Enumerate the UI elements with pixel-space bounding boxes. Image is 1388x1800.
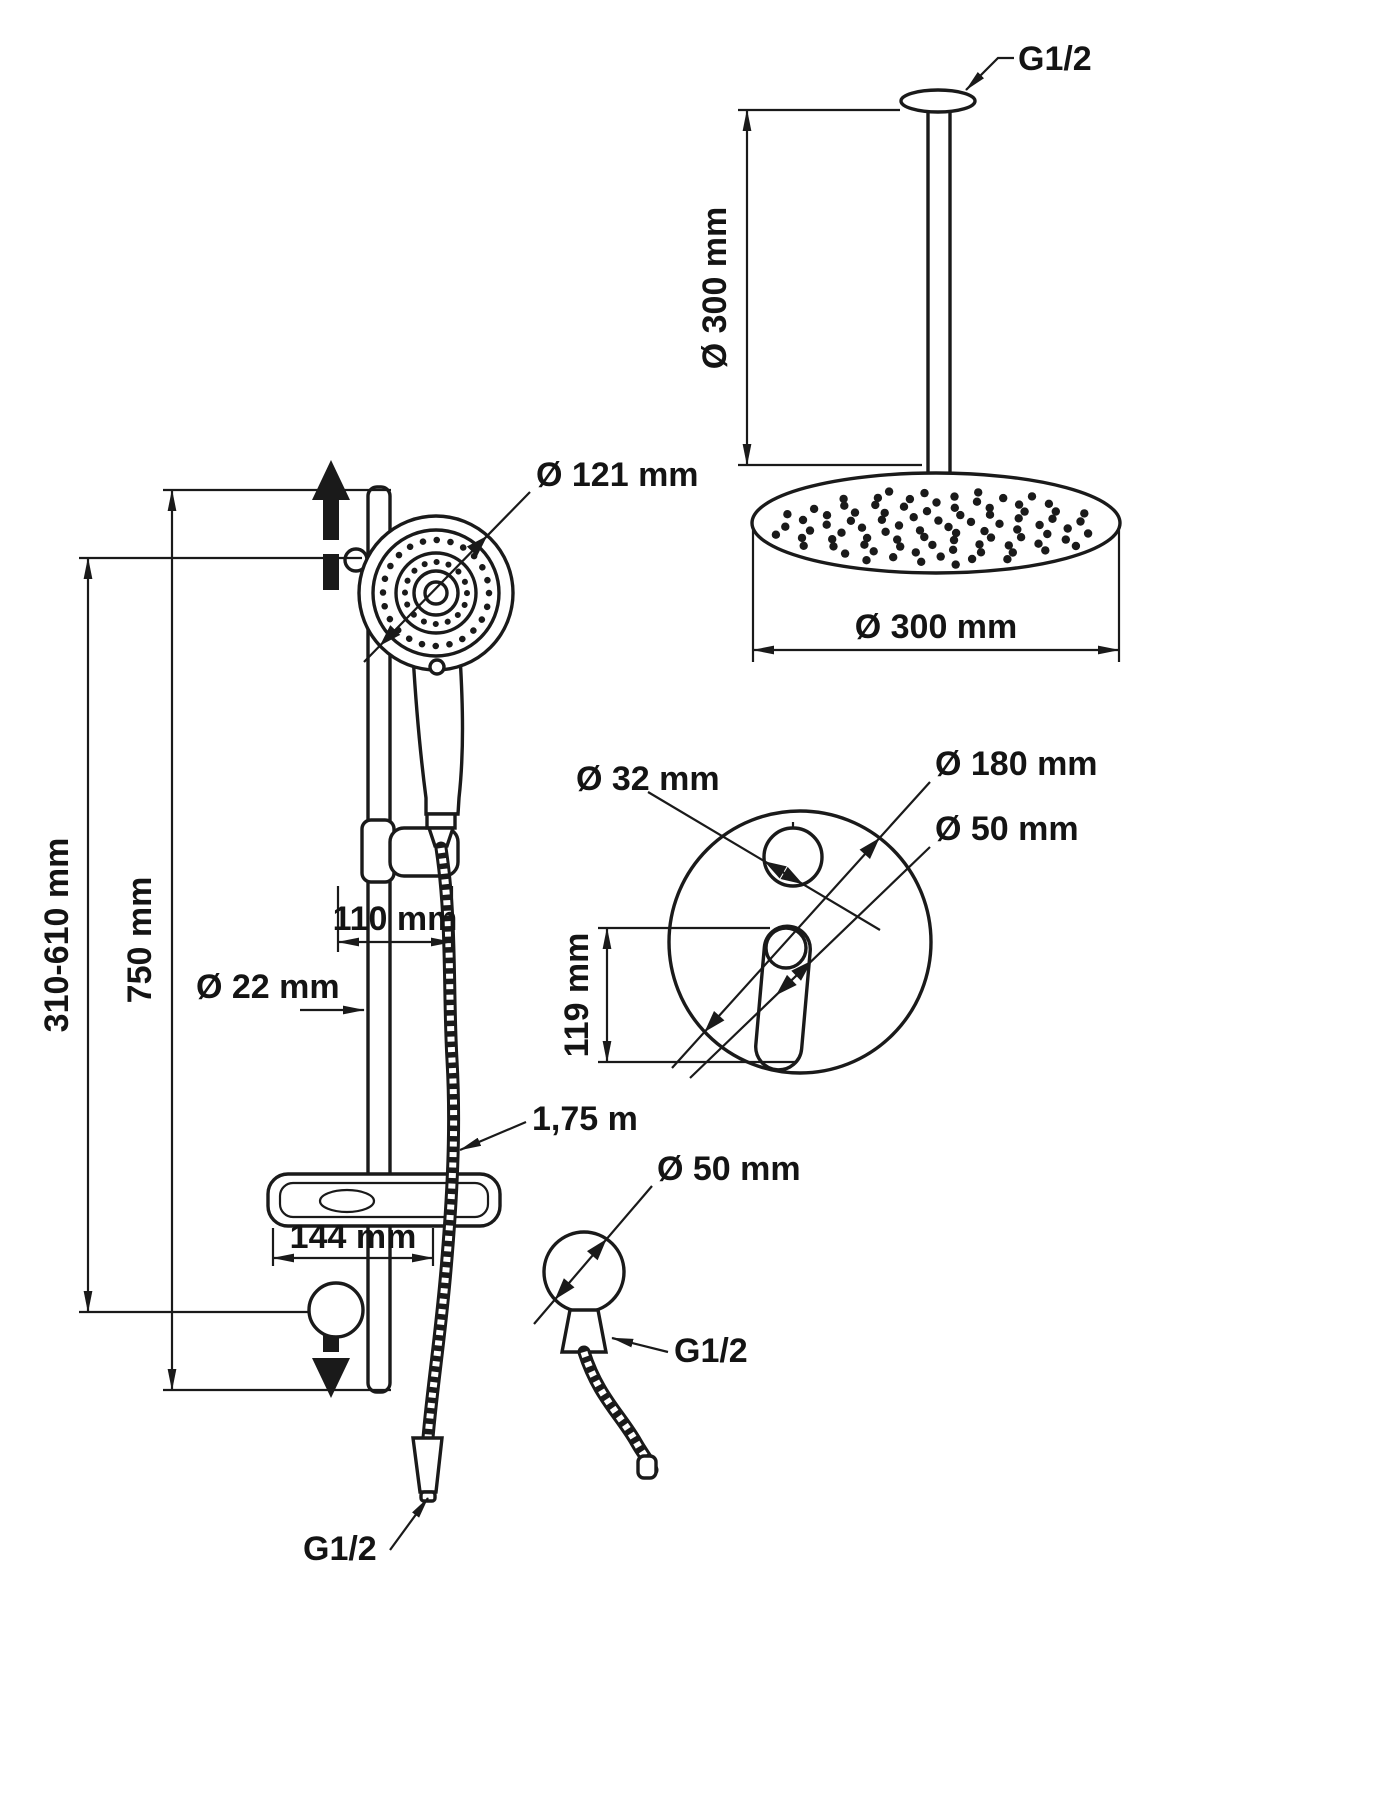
hand-shower-head [357, 514, 515, 676]
spray-nozzle-ring-outer [379, 536, 493, 650]
wall-outlet-assembly [542, 1230, 659, 1480]
spray-nozzle-ring-inner [402, 559, 470, 627]
callout-plate-diameter: Ø 180 mm [671, 745, 1098, 1069]
plate-diameter-label: Ø 180 mm [935, 745, 1098, 783]
shelf-width-label: 144 mm [290, 1218, 417, 1256]
outlet-escutcheon [542, 1230, 626, 1314]
callout-handshower-diameter: Ø 121 mm [363, 456, 699, 663]
lever-pivot [764, 926, 808, 970]
slide-bar-assembly [266, 460, 515, 1503]
callout-bar-diameter: Ø 22 mm [196, 968, 365, 1015]
dimension-holder-width: 110 mm [333, 886, 458, 952]
bar-diameter-label: Ø 22 mm [196, 968, 340, 1006]
dimension-shelf-width: 144 mm [271, 1218, 435, 1266]
mixer-height-label: 119 mm [558, 933, 596, 1058]
lower-end-knob [307, 1281, 365, 1339]
overhead-thread-label: G1/2 [1018, 40, 1092, 78]
bar-length-label: 750 mm [121, 877, 159, 1004]
hose-thread-label: G1/2 [303, 1530, 377, 1568]
callout-lever-diameter: Ø 50 mm [689, 810, 1079, 1079]
rain-head-spray-dots [771, 487, 1093, 569]
outlet-diameter-label: Ø 50 mm [657, 1150, 801, 1188]
hand-shower-handle [411, 653, 465, 816]
holder-width-label: 110 mm [333, 900, 458, 938]
handshower-diameter-label: Ø 121 mm [536, 456, 699, 494]
callout-hose-length: 1,75 m [459, 1100, 638, 1152]
dimension-arm-length: Ø 300 mm [696, 108, 922, 467]
callout-overhead-thread: G1/2 [965, 40, 1092, 91]
dimension-rain-head-diameter: Ø 300 mm [751, 530, 1121, 662]
overhead-shower-assembly [750, 88, 1122, 575]
dimension-adjust-range: 310-610 mm [38, 556, 362, 1314]
callout-outlet-thread: G1/2 [611, 1332, 748, 1370]
arm-length-label: Ø 300 mm [696, 207, 734, 370]
outlet-connector [559, 1308, 609, 1354]
hose-end-cone [411, 1436, 444, 1494]
shower-hose [411, 841, 461, 1503]
adjust-arrow-up-icon [312, 460, 350, 590]
callout-hose-thread: G1/2 [303, 1497, 429, 1568]
hose-length-label: 1,75 m [532, 1100, 638, 1138]
hanging-loop [428, 658, 446, 676]
concealed-mixer-assembly [667, 809, 933, 1075]
soap-shelf [266, 1172, 502, 1228]
outlet-hose-fitting [636, 1454, 658, 1480]
adjust-range-label: 310-610 mm [38, 838, 76, 1033]
callout-outlet-diameter: Ø 50 mm [533, 1150, 801, 1325]
hose-connector-nut [425, 812, 457, 848]
diverter-diameter-label: Ø 32 mm [576, 760, 720, 798]
dimension-bar-length: 750 mm [121, 488, 391, 1392]
outlet-thread-label: G1/2 [674, 1332, 748, 1370]
slider-bracket [360, 818, 460, 884]
rain-head-diameter-label: Ø 300 mm [855, 608, 1018, 646]
lever-diameter-label: Ø 50 mm [935, 810, 1079, 848]
ceiling-flange [899, 88, 977, 114]
callout-diverter-diameter: Ø 32 mm [576, 760, 881, 931]
dimension-mixer-height: 119 mm [558, 926, 795, 1064]
